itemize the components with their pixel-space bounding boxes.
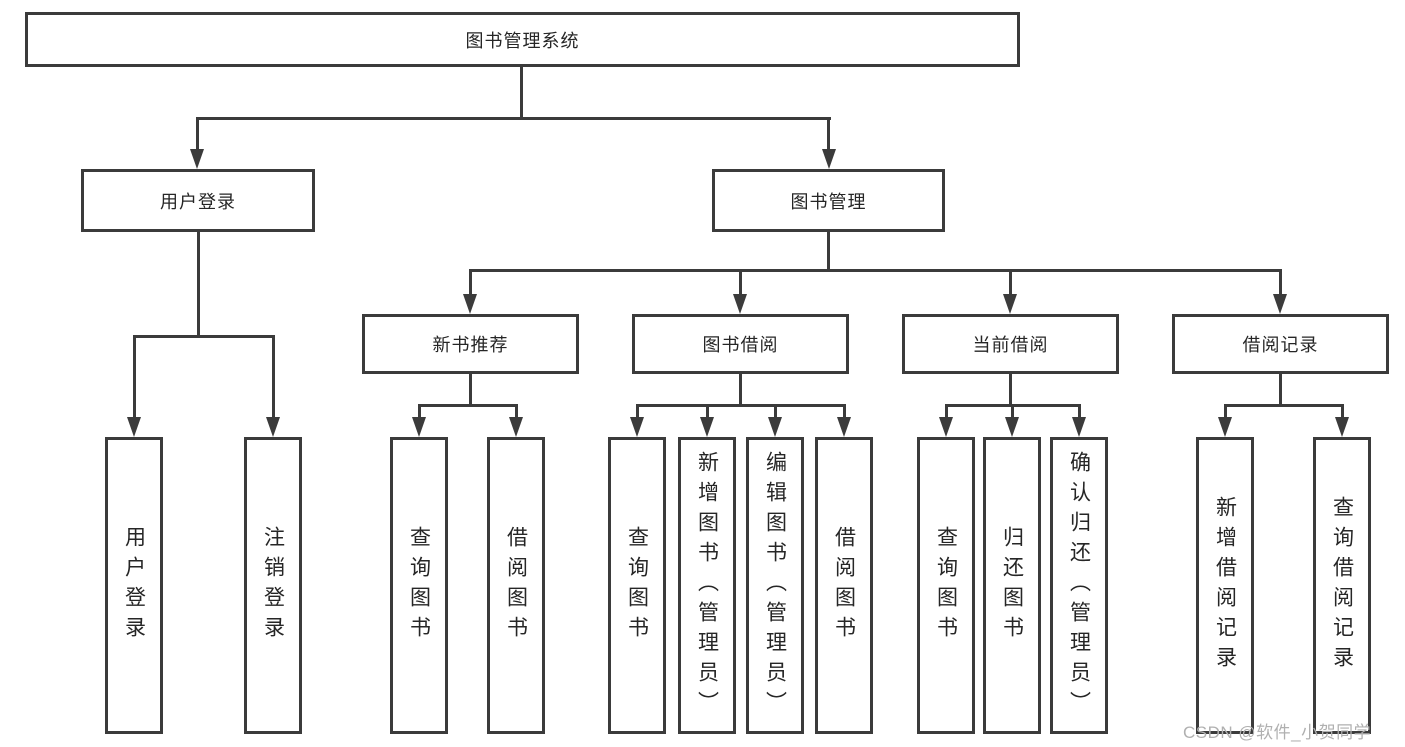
arrowhead-leaf-b1 (412, 417, 426, 437)
connector-l3-borrow-stem (739, 269, 742, 297)
node-user-login: 用户登录 (81, 169, 315, 232)
arrowhead-leaf-d1 (939, 417, 953, 437)
node-new-book-recommend: 新书推荐 (362, 314, 579, 374)
connector-currentborrow-down (1009, 374, 1012, 407)
connector-l3-newbook-stem (469, 269, 472, 297)
leaf-query-books-recommend: 查询图书 (390, 437, 448, 734)
leaf-query-books-current: 查询图书 (917, 437, 975, 734)
node-borrow-records-label: 借阅记录 (1242, 335, 1319, 355)
arrowhead-leaf-a2 (266, 417, 280, 437)
connector-l3-records-stem (1279, 269, 1282, 297)
connector-leaf-d3-stem (1078, 404, 1081, 422)
arrowhead-leaf-e2 (1335, 417, 1349, 437)
connector-userlogin-down (197, 232, 200, 337)
connector-newbook-hline (418, 404, 518, 407)
leaf-logout: 注销登录 (244, 437, 302, 734)
connector-root-hline (196, 117, 831, 120)
connector-bookborrow-down (739, 374, 742, 407)
node-book-borrow-label: 图书借阅 (702, 335, 779, 355)
connector-bookmgmt-down (827, 232, 830, 272)
connector-records-down (1279, 374, 1282, 407)
arrowhead-bookmgmt (822, 149, 836, 169)
leaf-query-books-borrow-label: 查询图书 (625, 525, 649, 646)
connector-root-vline (520, 67, 523, 118)
arrowhead-l3-current (1003, 294, 1017, 314)
leaf-edit-book-admin-label: 编辑图书（管理员） (763, 450, 787, 721)
arrowhead-leaf-a1 (127, 417, 141, 437)
leaf-query-books-borrow: 查询图书 (608, 437, 666, 734)
leaf-logout-label: 注销登录 (261, 525, 285, 646)
leaf-borrow-books-label: 借阅图书 (832, 525, 856, 646)
leaf-add-borrow-record: 新增借阅记录 (1196, 437, 1254, 734)
watermark: CSDN @软件_小贺同学 (1183, 723, 1372, 742)
arrowhead-leaf-c2 (700, 417, 714, 437)
connector-records-hline (1224, 404, 1344, 407)
leaf-query-books-current-label: 查询图书 (934, 525, 958, 646)
arrowhead-leaf-d3 (1072, 417, 1086, 437)
arrowhead-leaf-c4 (837, 417, 851, 437)
arrowhead-l3-borrow (733, 294, 747, 314)
node-user-login-label: 用户登录 (160, 191, 236, 212)
connector-leaf-d2-stem (1011, 404, 1014, 422)
arrowhead-leaf-c1 (630, 417, 644, 437)
leaf-add-borrow-record-label: 新增借阅记录 (1213, 495, 1237, 676)
leaf-query-borrow-record-label: 查询借阅记录 (1330, 495, 1354, 676)
connector-leaf-a1-stem (133, 335, 136, 423)
connector-leaf-c3-stem (774, 404, 777, 422)
node-current-borrow-label: 当前借阅 (972, 335, 1049, 355)
connector-leaf-b1-stem (418, 404, 421, 422)
node-book-management-label: 图书管理 (790, 191, 867, 212)
arrowhead-userlogin (190, 149, 204, 169)
leaf-borrow-books-recommend-label: 借阅图书 (504, 525, 528, 646)
leaf-query-borrow-record: 查询借阅记录 (1313, 437, 1371, 734)
connector-leaf-c2-stem (706, 404, 709, 422)
connector-leaf-a2-stem (272, 335, 275, 423)
arrowhead-l3-records (1273, 294, 1287, 314)
node-book-management: 图书管理 (712, 169, 945, 232)
connector-l3-current-stem (1009, 269, 1012, 297)
leaf-add-book-admin-label: 新增图书（管理员） (695, 450, 719, 721)
node-borrow-records: 借阅记录 (1172, 314, 1389, 374)
node-root: 图书管理系统 (25, 12, 1020, 67)
leaf-borrow-books-recommend: 借阅图书 (487, 437, 545, 734)
connector-bookmgmt-stem (827, 117, 830, 153)
leaf-confirm-return-admin: 确认归还（管理员） (1050, 437, 1108, 734)
leaf-user-login-label: 用户登录 (122, 525, 146, 646)
arrowhead-leaf-d2 (1005, 417, 1019, 437)
arrowhead-l3-newbook (463, 294, 477, 314)
node-new-book-recommend-label: 新书推荐 (432, 335, 509, 355)
connector-bookborrow-hline (636, 404, 846, 407)
leaf-edit-book-admin: 编辑图书（管理员） (746, 437, 804, 734)
node-current-borrow: 当前借阅 (902, 314, 1119, 374)
connector-newbook-down (469, 374, 472, 407)
leaf-return-book: 归还图书 (983, 437, 1041, 734)
leaf-confirm-return-admin-label: 确认归还（管理员） (1067, 450, 1091, 721)
leaf-user-login: 用户登录 (105, 437, 163, 734)
arrowhead-leaf-c3 (768, 417, 782, 437)
leaf-query-books-recommend-label: 查询图书 (407, 525, 431, 646)
connector-leaf-b2-stem (515, 404, 518, 422)
connector-userlogin-hline (133, 335, 275, 338)
connector-leaf-c4-stem (843, 404, 846, 422)
connector-userlogin-stem (196, 117, 199, 153)
arrowhead-leaf-b2 (509, 417, 523, 437)
connector-bookmgmt-hline (469, 269, 1282, 272)
connector-leaf-e1-stem (1224, 404, 1227, 422)
connector-leaf-c1-stem (636, 404, 639, 422)
connector-leaf-e2-stem (1341, 404, 1344, 422)
leaf-borrow-books: 借阅图书 (815, 437, 873, 734)
leaf-add-book-admin: 新增图书（管理员） (678, 437, 736, 734)
arrowhead-leaf-e1 (1218, 417, 1232, 437)
node-book-borrow: 图书借阅 (632, 314, 849, 374)
leaf-return-book-label: 归还图书 (1000, 525, 1024, 646)
node-root-label: 图书管理系统 (465, 30, 580, 51)
connector-leaf-d1-stem (945, 404, 948, 422)
